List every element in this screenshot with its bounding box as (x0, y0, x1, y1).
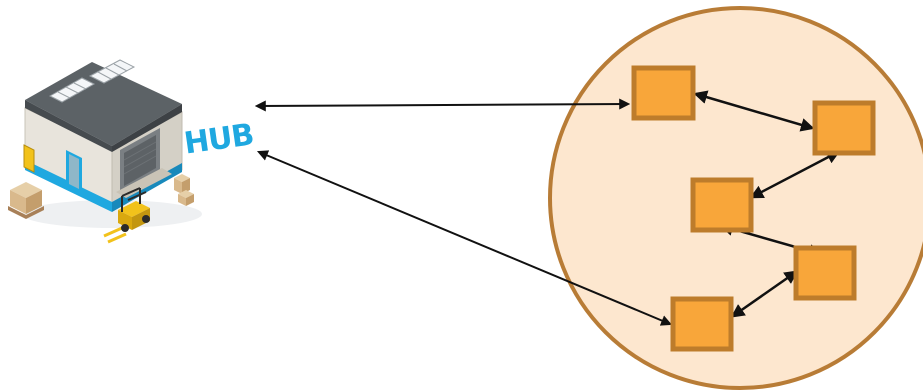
node-4 (793, 245, 857, 301)
node-1 (631, 65, 696, 121)
hub-to-node-1-arrow (254, 98, 631, 112)
warehouse-icon (22, 59, 202, 228)
node-2-to-node-3-arrow (749, 150, 841, 199)
pallet-boxes-icon (8, 182, 44, 219)
node-2 (812, 100, 876, 156)
node-5 (670, 296, 734, 352)
forklift-icon (103, 187, 150, 244)
skylight-icon (48, 59, 136, 103)
node-4-to-node-5-arrow (730, 270, 799, 318)
node-3 (690, 177, 754, 233)
hub-to-node-5-arrow (256, 150, 673, 326)
pallet-boxes-icon (174, 174, 194, 206)
network-nodes (631, 65, 876, 352)
hub-label: HUB (182, 117, 256, 161)
node-1-to-node-2-arrow (693, 90, 815, 132)
